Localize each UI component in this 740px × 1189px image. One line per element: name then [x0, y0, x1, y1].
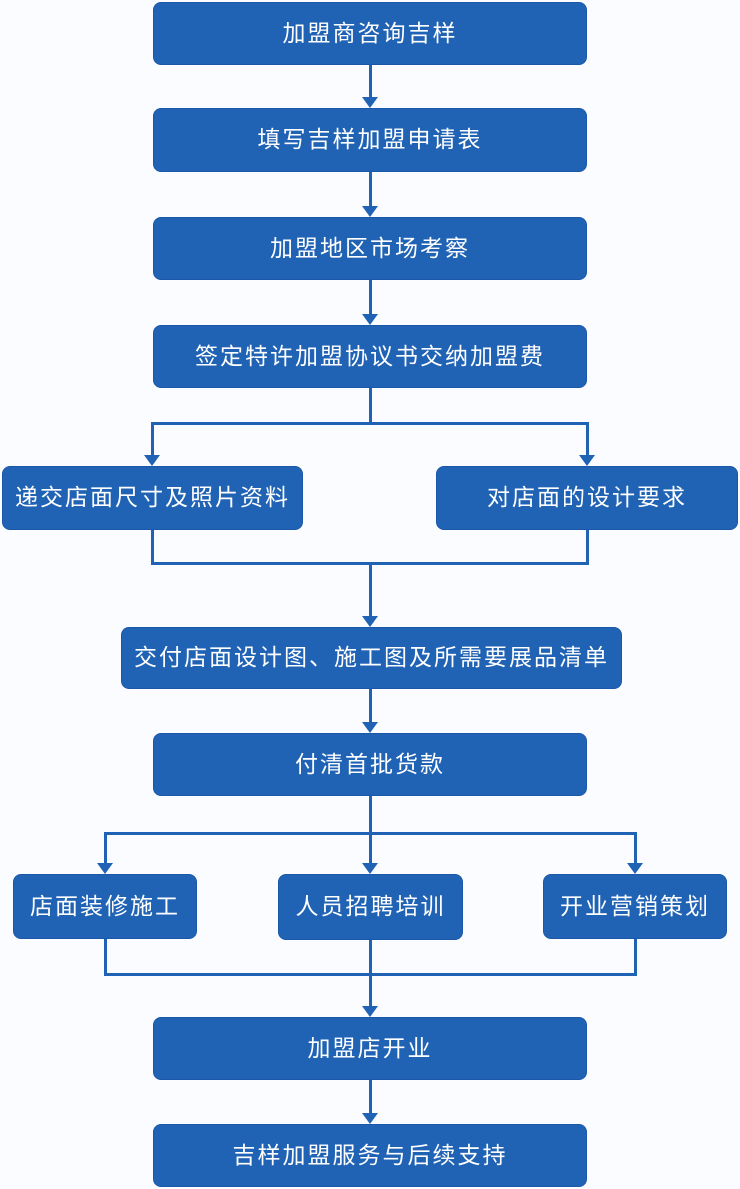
arrow-down-icon: [362, 314, 378, 325]
arrow-down-icon: [362, 722, 378, 733]
flow-node-opening-marketing: 开业营销策划: [543, 874, 727, 939]
connector-line: [369, 65, 372, 99]
flow-node-store-renovation: 店面装修施工: [13, 874, 197, 939]
connector-line: [369, 388, 372, 425]
connector-line: [104, 832, 637, 835]
connector-line: [586, 422, 589, 455]
connector-line: [104, 939, 107, 976]
flow-node-submit-store-size-photos: 递交店面尺寸及照片资料: [2, 466, 303, 530]
connector-line: [369, 689, 372, 722]
flow-node-application-form: 填写吉样加盟申请表: [153, 108, 587, 172]
arrow-down-icon: [362, 1113, 378, 1124]
flow-node-store-opening: 加盟店开业: [153, 1017, 587, 1080]
connector-line: [634, 939, 637, 976]
connector-line: [151, 422, 589, 425]
arrow-down-icon: [362, 97, 378, 108]
connector-line: [586, 530, 589, 565]
connector-line: [369, 172, 372, 206]
connector-line: [369, 796, 372, 863]
connector-line: [369, 562, 372, 616]
connector-line: [151, 422, 154, 455]
arrow-down-icon: [362, 206, 378, 217]
connector-line: [369, 1080, 372, 1113]
connector-line: [104, 832, 107, 863]
flow-node-pay-first-batch: 付清首批货款: [153, 733, 587, 796]
flow-node-store-design-requirements: 对店面的设计要求: [436, 466, 738, 530]
flow-node-sign-agreement-pay-fee: 签定特许加盟协议书交纳加盟费: [153, 325, 587, 388]
flow-node-consult-jiyang: 加盟商咨询吉样: [153, 2, 587, 65]
arrow-down-icon: [97, 863, 113, 874]
arrow-down-icon: [627, 863, 643, 874]
arrow-down-icon: [579, 455, 595, 466]
flow-node-follow-up-support: 吉样加盟服务与后续支持: [153, 1124, 587, 1187]
flow-node-deliver-design-drawings: 交付店面设计图、施工图及所需要展品清单: [121, 627, 622, 689]
connector-line: [151, 530, 154, 565]
arrow-down-icon: [362, 1006, 378, 1017]
arrow-down-icon: [144, 455, 160, 466]
flow-node-staff-recruit-training: 人员招聘培训: [278, 874, 463, 940]
connector-line: [369, 940, 372, 1006]
connector-line: [369, 280, 372, 314]
flow-node-market-survey: 加盟地区市场考察: [153, 217, 587, 280]
connector-line: [634, 832, 637, 863]
arrow-down-icon: [362, 863, 378, 874]
arrow-down-icon: [362, 616, 378, 627]
